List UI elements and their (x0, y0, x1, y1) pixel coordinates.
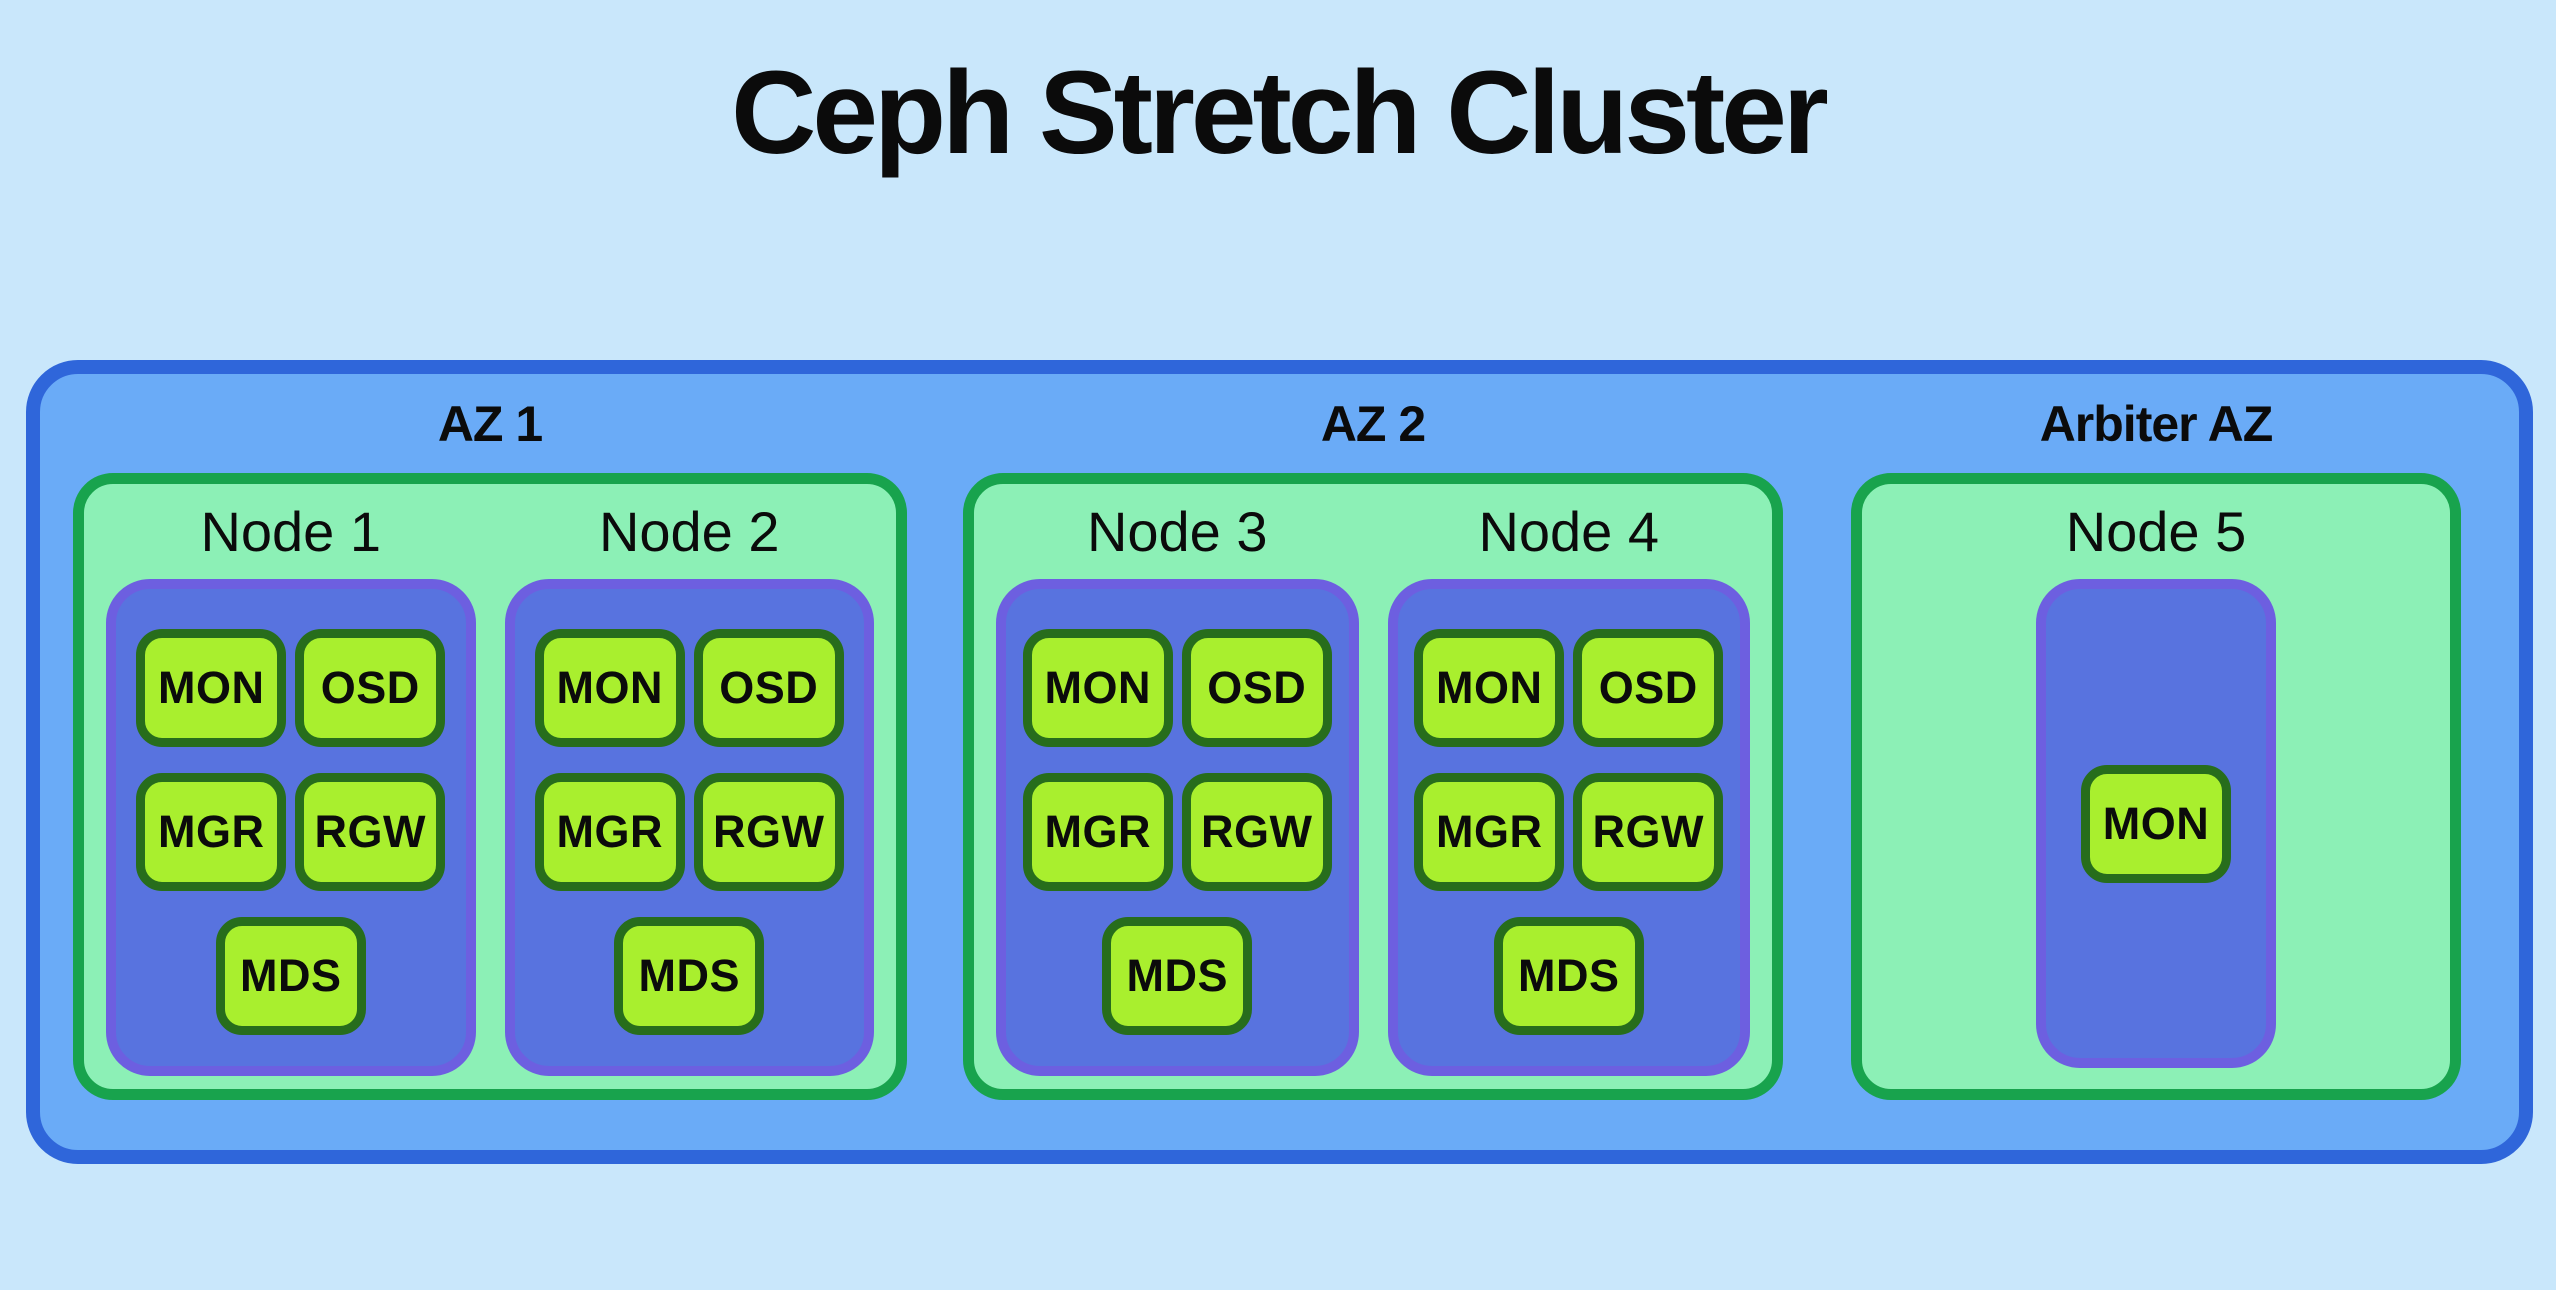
service-chip-rgw: RGW (1181, 773, 1332, 891)
node-2-label: Node 2 (598, 500, 780, 563)
service-row: MGR RGW (1022, 773, 1332, 891)
node-4: Node 4 MON OSD MGR RGW MDS (1387, 484, 1750, 1089)
node-4-box: MON OSD MGR RGW MDS (1387, 579, 1750, 1076)
service-chip-osd: OSD (1573, 629, 1724, 747)
service-chip-mon: MON (1414, 629, 1565, 747)
zone-az2-box: Node 3 MON OSD MGR RGW MDS Node 4 (963, 473, 1783, 1100)
service-chip-rgw: RGW (295, 773, 446, 891)
cluster-container: AZ 1 Node 1 MON OSD MGR RGW MDS (26, 360, 2533, 1164)
zone-arbiter: Arbiter AZ Node 5 MON (1851, 374, 2461, 1100)
service-row: MGR RGW (534, 773, 844, 891)
node-1: Node 1 MON OSD MGR RGW MDS (106, 484, 476, 1089)
service-row: MON OSD (1414, 629, 1724, 747)
node-2: Node 2 MON OSD MGR RGW MDS (504, 484, 874, 1089)
zone-arbiter-label: Arbiter AZ (2039, 395, 2274, 452)
node-3: Node 3 MON OSD MGR RGW MDS (996, 484, 1359, 1089)
zone-az1: AZ 1 Node 1 MON OSD MGR RGW MDS (73, 374, 907, 1100)
node-3-box: MON OSD MGR RGW MDS (996, 579, 1359, 1076)
zone-az1-label: AZ 1 (437, 395, 543, 452)
page-title: Ceph Stretch Cluster (731, 47, 1829, 179)
service-row: MDS (215, 917, 366, 1035)
service-chip-mgr: MGR (1022, 773, 1173, 891)
service-chip-mon: MON (136, 629, 287, 747)
node-4-label: Node 4 (1478, 500, 1660, 563)
service-chip-mds: MDS (1493, 917, 1644, 1035)
service-chip-mds: MDS (1102, 917, 1253, 1035)
node-2-box: MON OSD MGR RGW MDS (504, 579, 874, 1076)
service-row: MON OSD (1022, 629, 1332, 747)
zone-arbiter-box: Node 5 MON (1851, 473, 2461, 1100)
node-5-label: Node 5 (2065, 500, 2247, 563)
service-chip-mgr: MGR (136, 773, 287, 891)
service-chip-mds: MDS (215, 917, 366, 1035)
node-5: Node 5 MON (1884, 484, 2428, 1089)
node-5-box: MON (2036, 579, 2276, 1068)
service-row: MON (2081, 764, 2231, 883)
service-row: MGR RGW (1414, 773, 1724, 891)
service-row: MON OSD (136, 629, 446, 747)
zone-az1-box: Node 1 MON OSD MGR RGW MDS Node 2 (73, 473, 907, 1100)
node-1-box: MON OSD MGR RGW MDS (106, 579, 476, 1076)
node-3-label: Node 3 (1086, 500, 1268, 563)
service-chip-mds: MDS (614, 917, 765, 1035)
node-1-label: Node 1 (200, 500, 382, 563)
service-chip-rgw: RGW (1573, 773, 1724, 891)
zone-az2-label: AZ 2 (1320, 395, 1426, 452)
service-row: MGR RGW (136, 773, 446, 891)
service-row: MDS (1493, 917, 1644, 1035)
service-chip-rgw: RGW (693, 773, 844, 891)
zone-az2: AZ 2 Node 3 MON OSD MGR RGW MDS (963, 374, 1783, 1100)
service-chip-mon: MON (2081, 764, 2231, 883)
service-chip-mgr: MGR (1414, 773, 1565, 891)
service-row: MON OSD (534, 629, 844, 747)
service-chip-mgr: MGR (534, 773, 685, 891)
service-chip-osd: OSD (1181, 629, 1332, 747)
service-chip-osd: OSD (693, 629, 844, 747)
service-chip-mon: MON (534, 629, 685, 747)
service-chip-mon: MON (1022, 629, 1173, 747)
service-chip-osd: OSD (295, 629, 446, 747)
service-row: MDS (614, 917, 765, 1035)
service-row: MDS (1102, 917, 1253, 1035)
